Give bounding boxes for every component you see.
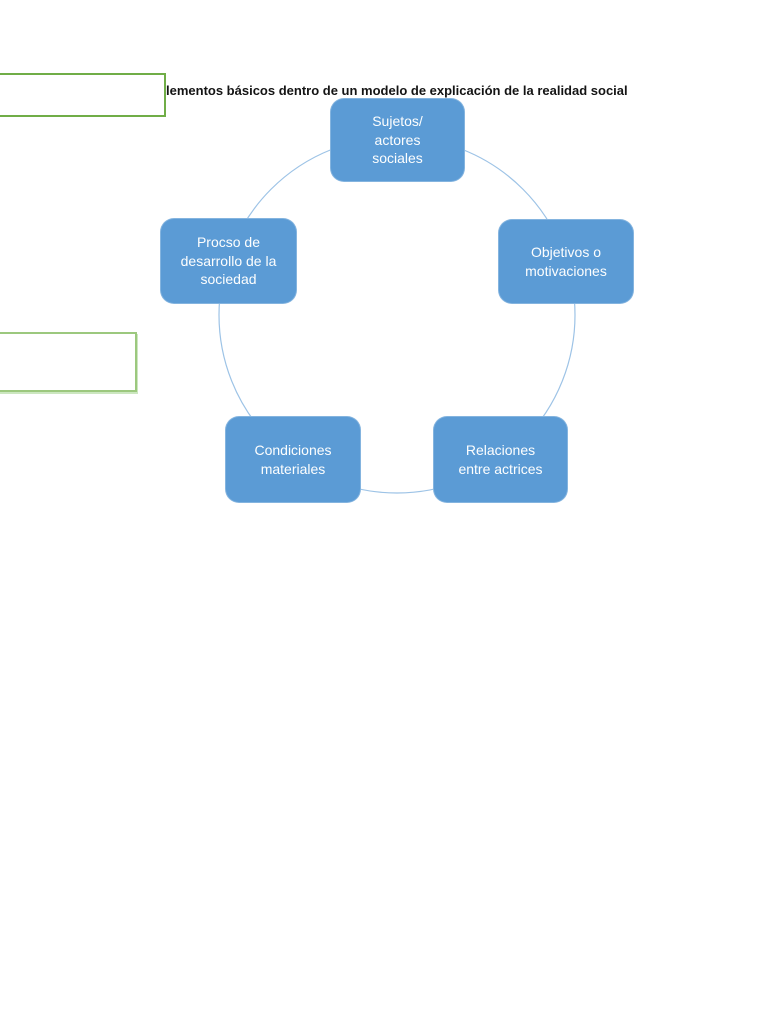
annotation-box-middle[interactable] [0,332,137,392]
cycle-node-objetivos-motivaciones[interactable]: Objetivos o motivaciones [498,219,634,304]
cycle-node-relaciones-entre-actrices[interactable]: Relaciones entre actrices [433,416,568,503]
cycle-node-proceso-desarrollo-sociedad[interactable]: Procso de desarrollo de la sociedad [160,218,297,304]
annotation-box-top[interactable] [0,73,166,117]
cycle-node-sujetos-actores-sociales[interactable]: Sujetos/ actores sociales [330,98,465,182]
page-title: lementos básicos dentro de un modelo de … [166,83,628,98]
cycle-node-condiciones-materiales[interactable]: Condiciones materiales [225,416,361,503]
